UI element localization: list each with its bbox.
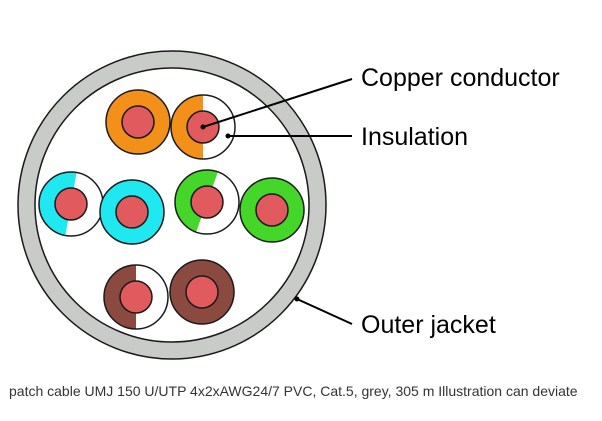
copper-conductor (121, 105, 155, 139)
copper-conductor (115, 195, 149, 229)
insulation-leader-dot (225, 133, 231, 139)
outer-jacket-leader-dot (294, 296, 300, 302)
brown-striped-wire (103, 264, 169, 330)
green-solid-wire (239, 177, 305, 243)
orange-solid-wire (105, 89, 171, 155)
copper-conductor (54, 187, 88, 221)
brown-pair (103, 259, 235, 330)
blue-pair (38, 171, 165, 245)
copper-conductor (190, 185, 224, 219)
green-striped-wire (174, 169, 240, 235)
blue-solid-wire (99, 179, 165, 245)
leader-lines (200, 78, 353, 325)
cable-cross-section-diagram: Copper conductor Insulation Outer jacket (17, 50, 560, 360)
image-caption: patch cable UMJ 150 U/UTP 4x2xAWG24/7 PV… (9, 383, 578, 399)
copper-conductor (185, 275, 219, 309)
outer-jacket-leader (296, 298, 353, 325)
copper-conductor (255, 193, 289, 227)
copper-conductor-leader-dot (200, 124, 206, 130)
green-pair (174, 169, 305, 243)
outer-jacket-label: Outer jacket (361, 311, 496, 339)
blue-striped-wire (38, 171, 104, 237)
copper-conductor-leader (202, 78, 353, 128)
copper-conductor-label: Copper conductor (361, 64, 560, 92)
insulation-label: Insulation (361, 123, 468, 151)
brown-solid-wire (169, 259, 235, 325)
copper-conductor (119, 280, 153, 314)
orange-pair (105, 89, 236, 160)
